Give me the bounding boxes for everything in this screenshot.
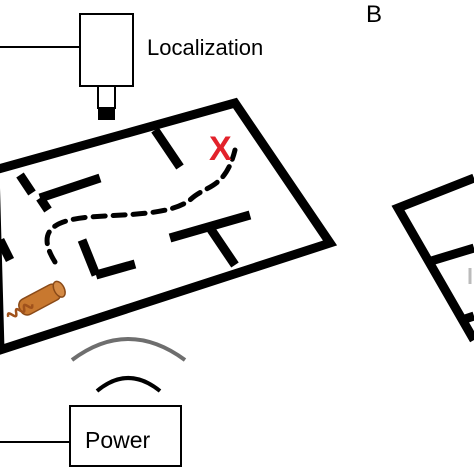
maze-wall xyxy=(36,195,52,213)
camera-icon xyxy=(0,13,134,120)
wireless-power-waves-icon xyxy=(70,337,187,393)
maze-wall xyxy=(460,311,474,325)
power-box xyxy=(0,405,182,467)
maze-board xyxy=(0,97,338,355)
microrobot-coil-icon xyxy=(6,280,66,318)
maze-wall xyxy=(426,243,474,267)
panel-b-label: B xyxy=(366,1,382,28)
maze-wall xyxy=(168,210,252,243)
camera-label: Localization xyxy=(147,35,263,60)
power-label: Power xyxy=(85,427,151,453)
maze-wall xyxy=(16,172,36,196)
target-x-icon: X xyxy=(209,130,232,168)
maze-wall xyxy=(94,259,137,280)
maze-wall xyxy=(151,127,184,170)
maze-wall xyxy=(0,237,15,263)
maze-wall xyxy=(206,225,239,268)
robot-path xyxy=(44,147,238,265)
maze-wall xyxy=(77,238,101,277)
panel-b-maze-board xyxy=(391,173,474,343)
maze-wall xyxy=(38,173,102,203)
